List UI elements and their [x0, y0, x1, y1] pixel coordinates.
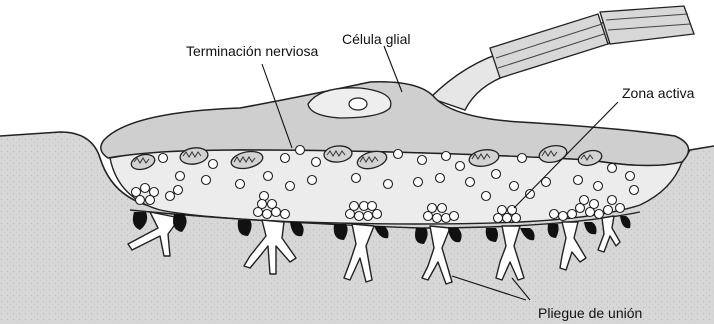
- glial-nucleolus: [349, 98, 367, 110]
- myelin-sheath: [490, 6, 694, 78]
- label-glial-cell: Célula glial: [342, 31, 410, 47]
- label-junctional-fold: Pliegue de unión: [538, 305, 642, 321]
- label-active-zone: Zona activa: [622, 85, 695, 101]
- label-nerve-terminal: Terminación nerviosa: [186, 43, 318, 59]
